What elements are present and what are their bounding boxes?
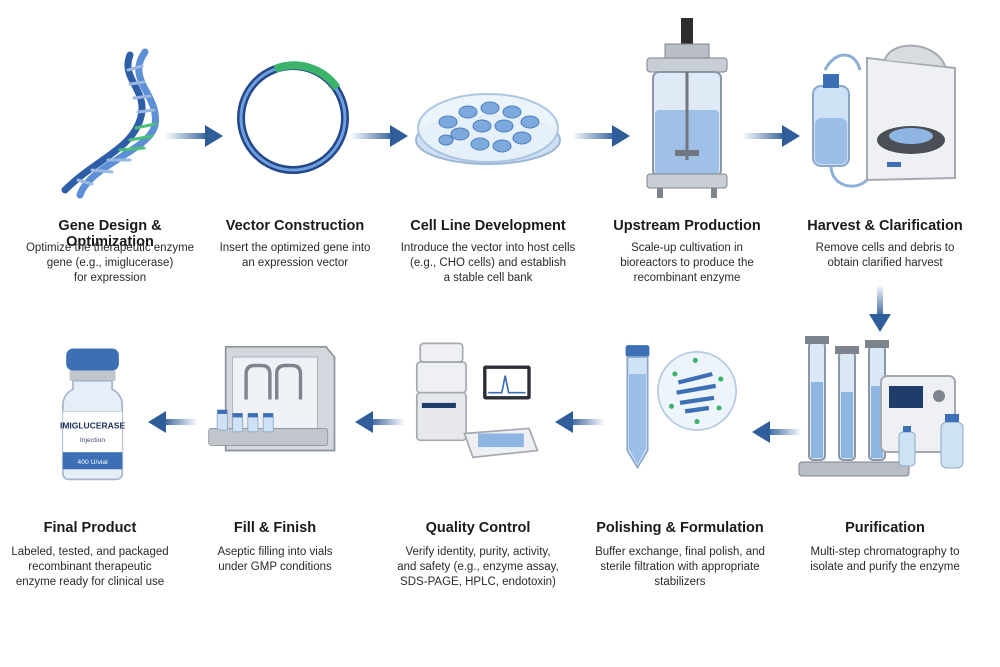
centrifuge-icon: [812, 44, 956, 188]
stage-title: Polishing & Formulation: [596, 520, 764, 536]
stage-description: Verify identity, purity, activity,and sa…: [397, 546, 559, 588]
stage-title: Harvest & Clarification: [807, 218, 963, 234]
arrow-left-icon: [355, 411, 405, 433]
stage-title: Upstream Production: [613, 218, 761, 234]
dna-helix-icon: [61, 48, 159, 199]
stage-title: Vector Construction: [225, 218, 365, 234]
vial-label-form: Injection: [80, 437, 106, 444]
arrow-right-icon: [350, 125, 408, 147]
vial-label-dose: 400 U/vial: [77, 459, 108, 466]
vial-icon: IMIGLUCERASE Injection 400 U/vial: [60, 348, 126, 481]
arrow-right-icon: [742, 125, 800, 147]
plasmid-icon: [237, 61, 349, 174]
tube-molecule-icon: [625, 345, 737, 470]
vial-label-name: IMIGLUCERASE: [60, 420, 126, 430]
arrow-left-icon: [555, 411, 605, 433]
arrow-right-icon: [572, 125, 630, 147]
stage-title: Fill & Finish: [233, 520, 317, 536]
arrow-left-icon: [752, 421, 802, 443]
stage-description: Introduce the vector into host cells(e.g…: [400, 242, 576, 284]
arrow-down-icon: [869, 284, 891, 332]
stage-title: Quality Control: [425, 520, 531, 536]
stage-title: Purification: [845, 520, 925, 536]
chromatography-system-icon: [798, 336, 964, 477]
bioreactor-icon: [646, 18, 728, 198]
stage-title: Cell Line Development: [410, 218, 566, 234]
arrow-right-icon: [165, 125, 223, 147]
stage-title: Final Product: [43, 520, 137, 536]
stage-title: Gene Design & Optimization: [58, 218, 162, 250]
petri-dish-icon: [415, 93, 561, 165]
arrow-left-icon: [148, 411, 198, 433]
filling-machine-icon: [208, 345, 336, 452]
lab-instruments-icon: [415, 342, 539, 459]
